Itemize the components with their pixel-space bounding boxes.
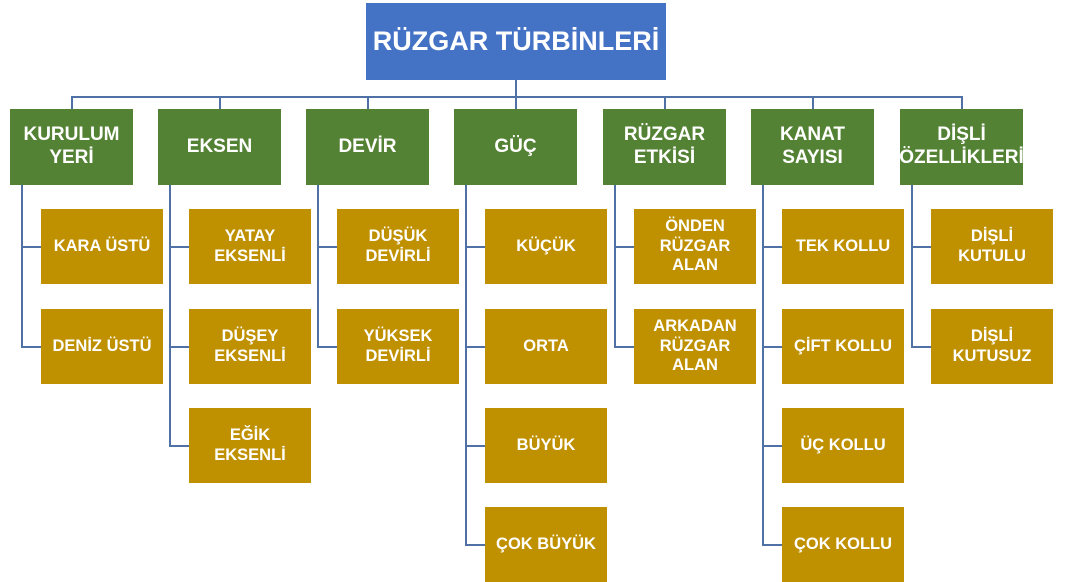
child-trunk-connector <box>911 185 913 347</box>
leaf-node: ÇOK BÜYÜK <box>485 507 607 582</box>
leaf-node: ÖNDEN RÜZGAR ALAN <box>634 209 756 284</box>
leaf-node: ÇOK KOLLU <box>782 507 904 582</box>
leaf-node: YÜKSEK DEVİRLİ <box>337 309 459 384</box>
leaf-node: DİŞLİ KUTUSUZ <box>931 309 1053 384</box>
category-node: GÜÇ <box>454 109 577 185</box>
child-branch-connector <box>169 246 189 248</box>
category-node: KURULUM YERİ <box>10 109 133 185</box>
child-branch-connector <box>762 544 782 546</box>
child-branch-connector <box>762 246 782 248</box>
leaf-node: BÜYÜK <box>485 408 607 483</box>
category-connector <box>961 97 963 109</box>
child-branch-connector <box>465 346 485 348</box>
leaf-node: DÜŞEY EKSENLİ <box>189 309 311 384</box>
child-branch-connector <box>762 346 782 348</box>
child-branch-connector <box>614 246 634 248</box>
category-connector <box>219 97 221 109</box>
child-branch-connector <box>911 246 931 248</box>
child-trunk-connector <box>762 185 764 545</box>
category-node: DEVİR <box>306 109 429 185</box>
child-trunk-connector <box>614 185 616 347</box>
category-connector <box>515 97 517 109</box>
leaf-node: ORTA <box>485 309 607 384</box>
category-node: EKSEN <box>158 109 281 185</box>
child-branch-connector <box>614 346 634 348</box>
leaf-node: ÇİFT KOLLU <box>782 309 904 384</box>
child-trunk-connector <box>169 185 171 446</box>
leaf-node: KARA ÜSTÜ <box>41 209 163 284</box>
child-branch-connector <box>465 544 485 546</box>
child-trunk-connector <box>465 185 467 545</box>
root-node: RÜZGAR TÜRBİNLERİ <box>366 3 666 80</box>
child-branch-connector <box>169 445 189 447</box>
category-node: KANAT SAYISI <box>751 109 874 185</box>
category-connector <box>812 97 814 109</box>
child-branch-connector <box>317 346 337 348</box>
root-connector <box>515 80 517 98</box>
child-branch-connector <box>465 246 485 248</box>
leaf-node: ARKADAN RÜZGAR ALAN <box>634 309 756 384</box>
category-connector <box>664 97 666 109</box>
leaf-node: TEK KOLLU <box>782 209 904 284</box>
child-branch-connector <box>911 346 931 348</box>
child-branch-connector <box>21 246 41 248</box>
category-connector <box>367 97 369 109</box>
child-trunk-connector <box>317 185 319 347</box>
child-branch-connector <box>169 346 189 348</box>
leaf-node: DENİZ ÜSTÜ <box>41 309 163 384</box>
child-branch-connector <box>21 346 41 348</box>
leaf-node: EĞİK EKSENLİ <box>189 408 311 483</box>
child-branch-connector <box>465 445 485 447</box>
category-node: RÜZGAR ETKİSİ <box>603 109 726 185</box>
child-branch-connector <box>317 246 337 248</box>
leaf-node: ÜÇ KOLLU <box>782 408 904 483</box>
leaf-node: DİŞLİ KUTULU <box>931 209 1053 284</box>
leaf-node: DÜŞÜK DEVİRLİ <box>337 209 459 284</box>
child-trunk-connector <box>21 185 23 347</box>
category-bus-connector <box>71 96 963 98</box>
leaf-node: YATAY EKSENLİ <box>189 209 311 284</box>
child-branch-connector <box>762 445 782 447</box>
category-connector <box>71 97 73 109</box>
leaf-node: KÜÇÜK <box>485 209 607 284</box>
category-node: DİŞLİ ÖZELLİKLERİ <box>899 109 1024 185</box>
